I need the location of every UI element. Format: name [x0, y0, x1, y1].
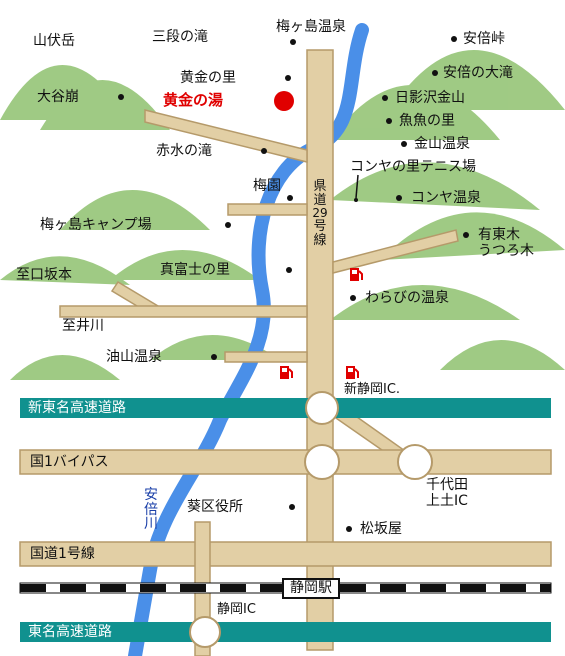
- shizuoka-ic-circle-icon[interactable]: [189, 616, 221, 648]
- mountains: [0, 50, 565, 380]
- gas-station-icon: [346, 366, 359, 379]
- mountain-shape: [330, 85, 500, 140]
- dot-icon: [386, 118, 392, 124]
- mountain-shape: [330, 162, 540, 210]
- dot-icon: [382, 95, 388, 101]
- label-hikagezawa[interactable]: 日影沢金山: [395, 90, 465, 106]
- poi-dots: [118, 36, 469, 532]
- kendo29-char: 県: [313, 179, 327, 194]
- label-warabi-onsen[interactable]: わらびの温泉: [365, 290, 449, 306]
- label-abe-otaki[interactable]: 安倍の大滝: [443, 65, 513, 81]
- dot-icon: [396, 195, 402, 201]
- label-konya-tennis[interactable]: コンヤの里テニス場: [350, 159, 476, 175]
- chiyoda-ic-circle-icon[interactable]: [397, 444, 433, 480]
- label-umegashima-camp[interactable]: 梅ヶ島キャンプ場: [40, 217, 152, 233]
- dot-icon: [289, 504, 295, 510]
- label-konya-onsen[interactable]: コンヤ温泉: [411, 190, 481, 206]
- label-kanayama-onsen[interactable]: 金山温泉: [414, 136, 470, 152]
- mountain-shape: [60, 190, 210, 230]
- dot-icon: [261, 148, 267, 154]
- label-kokudo1[interactable]: 国道1号線: [30, 546, 95, 562]
- river-char: 川: [144, 516, 158, 533]
- label-mafuji-sato[interactable]: 真富士の里: [160, 262, 230, 278]
- bypass-junction-circle-icon: [304, 444, 340, 480]
- kendo29-char: 道: [313, 192, 327, 208]
- dot-icon: [225, 222, 231, 228]
- mountain-shape: [10, 355, 120, 380]
- label-umezono[interactable]: 梅園: [253, 178, 281, 194]
- kendo29-char: 線: [313, 232, 327, 248]
- dot-icon: [286, 267, 292, 273]
- abe-river: [128, 23, 369, 656]
- label-utsurogi-1[interactable]: 有東木: [478, 227, 520, 243]
- label-utsurogi-2[interactable]: うつろ木: [478, 243, 534, 259]
- label-akamizu-taki[interactable]: 赤水の滝: [156, 143, 212, 159]
- label-kogane-sato[interactable]: 黄金の里: [180, 70, 236, 86]
- dot-icon: [287, 195, 293, 201]
- label-shin-tomei[interactable]: 新東名高速道路: [28, 400, 126, 416]
- label-tomei[interactable]: 東名高速道路: [28, 624, 112, 640]
- label-chiyoda-ic-1[interactable]: 千代田: [426, 477, 468, 493]
- label-yamabushidake[interactable]: 山伏岳: [33, 33, 75, 49]
- tomei-highway: [20, 622, 551, 642]
- dot-icon: [463, 232, 469, 238]
- dot-icon: [285, 75, 291, 81]
- dot-icon: [290, 39, 296, 45]
- label-matsuzakaya[interactable]: 松坂屋: [360, 521, 402, 537]
- label-shizuoka-ic[interactable]: 静岡IC: [217, 602, 256, 617]
- dot-icon: [432, 70, 438, 76]
- abe-river-label: 安 倍 川: [143, 488, 159, 532]
- dot-icon: [350, 295, 356, 301]
- dot-icon: [346, 526, 352, 532]
- dot-icon: [354, 198, 358, 202]
- label-shin-shizuoka-ic[interactable]: 新静岡IC.: [344, 382, 401, 397]
- label-to-ikawa: 至井川: [62, 318, 104, 334]
- label-kogane-yu[interactable]: 黄金の湯: [163, 91, 224, 109]
- label-uouo-sato[interactable]: 魚魚の里: [399, 113, 455, 129]
- mountain-shape: [110, 250, 260, 280]
- river-char: 安: [144, 487, 158, 503]
- shin-shizuoka-ic-circle-icon[interactable]: [305, 391, 339, 425]
- mountain-shape: [390, 50, 565, 110]
- mountain-shape: [440, 340, 565, 370]
- kendo29-char: 号: [313, 218, 327, 234]
- kendo29-label: 県 道 29 号 線: [312, 180, 328, 247]
- label-umegashima-onsen[interactable]: 梅ヶ島温泉: [276, 19, 346, 35]
- mountain-shape: [0, 256, 130, 285]
- gas-station-icon: [280, 366, 293, 379]
- kogane-yu-marker-icon[interactable]: [274, 91, 294, 111]
- label-chiyoda-ic-2[interactable]: 上土IC: [426, 493, 468, 509]
- shizuoka-station-label[interactable]: 静岡駅: [282, 578, 340, 599]
- label-aoi-kuyakusho[interactable]: 葵区役所: [187, 499, 243, 515]
- label-to-sakaguchi: 至口坂本: [16, 267, 72, 283]
- shin-tomei-highway: [20, 398, 551, 418]
- label-abe-touge[interactable]: 安倍峠: [463, 31, 505, 47]
- river-char: 倍: [144, 501, 158, 518]
- gas-station-icon: [350, 268, 363, 281]
- label-bypass[interactable]: 国1バイパス: [30, 454, 109, 470]
- tennis-pointer-line: [355, 174, 359, 199]
- label-ootanikuzure[interactable]: 大谷崩: [37, 89, 79, 105]
- kendo29-char: 29: [312, 206, 328, 221]
- mountain-shape: [40, 80, 170, 130]
- mountain-shape: [330, 285, 520, 320]
- dot-icon: [211, 354, 217, 360]
- label-aburayama-onsen[interactable]: 油山温泉: [106, 349, 162, 365]
- dot-icon: [401, 141, 407, 147]
- label-sandan-taki[interactable]: 三段の滝: [152, 29, 208, 45]
- dot-icon: [451, 36, 457, 42]
- dot-icon: [118, 94, 124, 100]
